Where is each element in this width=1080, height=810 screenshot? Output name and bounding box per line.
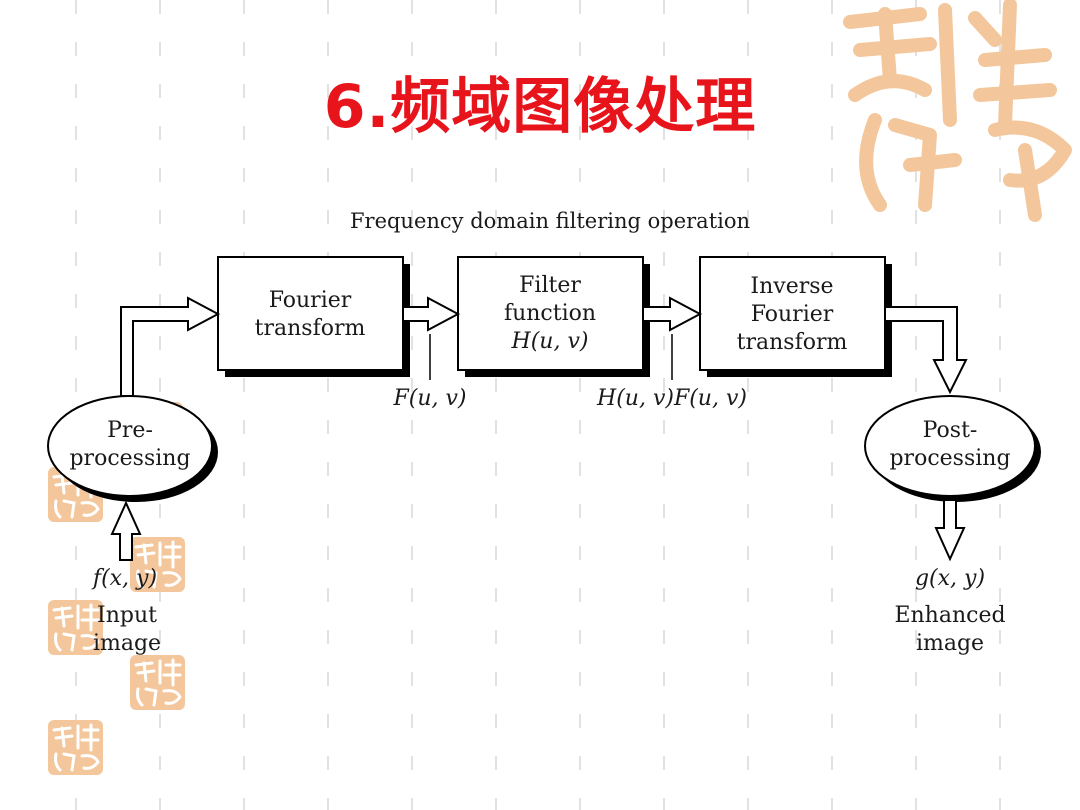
preprocessing-ellipse: Pre- processing (47, 395, 218, 502)
signal-label-HF: H(u, v)F(u, v) (596, 386, 747, 411)
filter-function-box: Filter function H(u, v) (457, 256, 650, 377)
slide-title: 6.频域图像处理 (323, 72, 757, 142)
ellipse-label: processing (69, 446, 190, 471)
arrow-post-to-output (934, 499, 966, 562)
arrow-fourier-to-filter (402, 296, 461, 332)
output-function-label: g(x, y) (915, 566, 985, 591)
input-function-label: f(x, y) (91, 566, 157, 591)
box-label: Fourier (751, 302, 834, 327)
enhanced-image-label: Enhanced (894, 603, 1005, 628)
ellipse-label: processing (889, 446, 1010, 471)
box-label: function (504, 301, 596, 326)
box-label: H(u, v) (511, 329, 589, 354)
arrow-inverse-to-post (884, 306, 968, 395)
box-label: Inverse (750, 274, 833, 299)
seal-stamp (46, 718, 105, 777)
arrow-input-to-pre (110, 500, 142, 561)
enhanced-image-label: image (916, 631, 984, 656)
diagram-caption: Frequency domain filtering operation (350, 209, 750, 233)
input-image-label: Input (97, 603, 157, 628)
signal-label-F: F(u, v) (392, 386, 466, 411)
fourier-transform-box: Fourier transform (217, 256, 410, 377)
ellipse-label: Post- (923, 418, 978, 443)
inverse-fourier-box: Inverse Fourier transform (699, 256, 892, 377)
arrow-pre-to-fourier (120, 296, 221, 397)
postprocessing-ellipse: Post- processing (864, 395, 1041, 502)
calligraphy-seal-large (843, 0, 1072, 222)
box-label: Filter (519, 273, 581, 298)
box-label: Fourier (269, 288, 352, 313)
box-label: transform (737, 330, 848, 355)
ellipse-label: Pre- (107, 418, 153, 443)
arrow-filter-to-inverse (642, 296, 703, 332)
seal-stamp (128, 653, 187, 712)
input-image-label: image (93, 631, 161, 656)
box-label: transform (255, 316, 366, 341)
